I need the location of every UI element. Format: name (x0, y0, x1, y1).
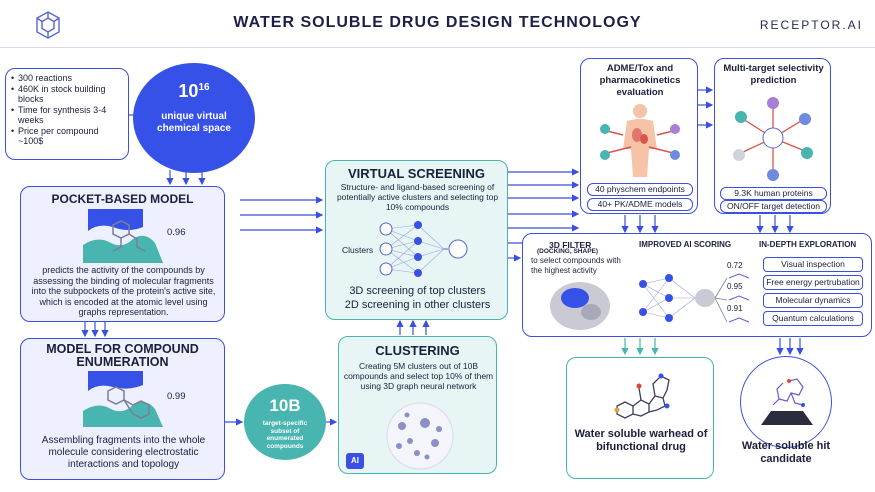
warhead-box: Water soluble warhead of bifunctional dr… (566, 357, 714, 479)
page-title: WATER SOLUBLE DRUG DESIGN TECHNOLOGY (233, 14, 642, 31)
filter-scoring-exploration-box: 3D FILTER (DOCKING, SHAPE) to select com… (522, 233, 872, 337)
exploration-item-fep: Free energy pertrubation (763, 275, 863, 290)
pocket-model-box: POCKET-BASED MODEL 0.96 predicts the act… (20, 186, 225, 322)
ai-score-value: 0.72 (727, 261, 743, 270)
selectivity-pill-proteins: 9.3K human proteins (720, 187, 827, 200)
neural-network-diagram (379, 221, 468, 277)
enumeration-model-description: Assembling fragments into the whole mole… (41, 435, 206, 470)
clustering-title: CLUSTERING (375, 343, 460, 358)
ai-score-value: 0.91 (727, 304, 743, 313)
warhead-label: Water soluble warhead of bifunctional dr… (574, 428, 708, 453)
fact-item: Price per compound ~100$ (11, 126, 123, 147)
adme-title: ADME/Tox and pharmacokinetics evaluation (599, 63, 681, 98)
fact-item: 460K in stock building blocks (11, 84, 123, 105)
enumeration-illustration (83, 371, 163, 427)
hit-candidate-molecule-icon (761, 378, 813, 425)
synthesis-facts-box: 300 reactions 460K in stock building blo… (5, 68, 129, 160)
filter3d-subtitle: (DOCKING, SHAPE) (537, 248, 599, 255)
exploration-item-visual: Visual inspection (763, 257, 863, 272)
pocket-model-title: POCKET-BASED MODEL (51, 192, 194, 206)
subset-circle: 10B target-specific subset of enumerated… (244, 384, 326, 460)
virtual-screening-title: VIRTUAL SCREENING (348, 166, 485, 181)
cluster-sphere-illustration (386, 402, 454, 470)
receptor-logo-icon (36, 11, 60, 39)
virtual-space-base: 10 (178, 81, 199, 101)
clustering-box: CLUSTERING Creating 5M clusters out of 1… (338, 336, 497, 474)
ai-scoring-network (639, 273, 750, 323)
virtual-space-exponent: 16 (198, 82, 210, 93)
enumeration-model-score: 0.99 (167, 391, 186, 402)
fact-item: 300 reactions (11, 73, 123, 84)
hit-candidate-label: Water soluble hit candidate (741, 440, 831, 465)
adme-pill-pk: 40+ PK/ADME models (587, 198, 693, 211)
pocket-binding-illustration (83, 209, 163, 263)
docking-protein-icon (550, 282, 610, 330)
selectivity-box: Multi-target selectivity prediction 9.3K… (714, 58, 831, 214)
virtual-screening-line2: 2D screening in other clusters (344, 299, 491, 311)
adme-pill-physchem: 40 physchem endpoints (587, 183, 693, 196)
clustering-description: Creating 5M clusters out of 10B compound… (343, 361, 494, 391)
adme-box: ADME/Tox and pharmacokinetics evaluation… (580, 58, 698, 214)
header-divider (0, 47, 875, 48)
selectivity-pill-detection: ON/OFF target detection (720, 200, 827, 213)
virtual-space-circle: 1016 unique virtual chemical space (133, 63, 255, 173)
selectivity-title: Multi-target selectivity prediction (723, 63, 824, 86)
ai-score-value: 0.95 (727, 282, 743, 291)
clusters-label: Clusters (342, 245, 374, 255)
pocket-model-description: predicts the activity of the compounds b… (31, 265, 216, 317)
exploration-item-md: Molecular dynamics (763, 293, 863, 308)
virtual-screening-description: Structure- and ligand-based screening of… (336, 182, 499, 212)
hit-candidate-circle (740, 356, 832, 448)
exploration-title: IN-DEPTH EXPLORATION (759, 240, 857, 249)
subset-label: target-specific subset of enumerated com… (262, 420, 308, 450)
ai-scoring-title: IMPROVED AI SCORING (639, 240, 732, 249)
enumeration-model-box: MODEL FOR COMPOUND ENUMERATION 0.99 Asse… (20, 338, 225, 480)
filter3d-description: to select compounds with the highest act… (531, 256, 621, 275)
filter3d-title: 3D FILTER (549, 240, 592, 250)
virtual-screening-box: VIRTUAL SCREENING Structure- and ligand-… (325, 160, 508, 320)
subset-value: 10B (269, 396, 301, 415)
selectivity-network-icon (733, 97, 813, 181)
human-body-icon (600, 104, 680, 177)
fact-item: Time for synthesis 3-4 weeks (11, 105, 123, 126)
pocket-model-score: 0.96 (167, 227, 186, 238)
exploration-item-quantum: Quantum calculations (763, 311, 863, 326)
ai-badge: AI (346, 453, 364, 469)
virtual-space-label: unique virtual chemical space (157, 111, 231, 134)
brand-name: RECEPTOR.AI (759, 18, 863, 32)
warhead-molecule-icon (614, 373, 670, 419)
enumeration-model-title: MODEL FOR COMPOUND ENUMERATION (46, 342, 199, 369)
virtual-screening-line1: 3D screening of top clusters (349, 285, 486, 297)
